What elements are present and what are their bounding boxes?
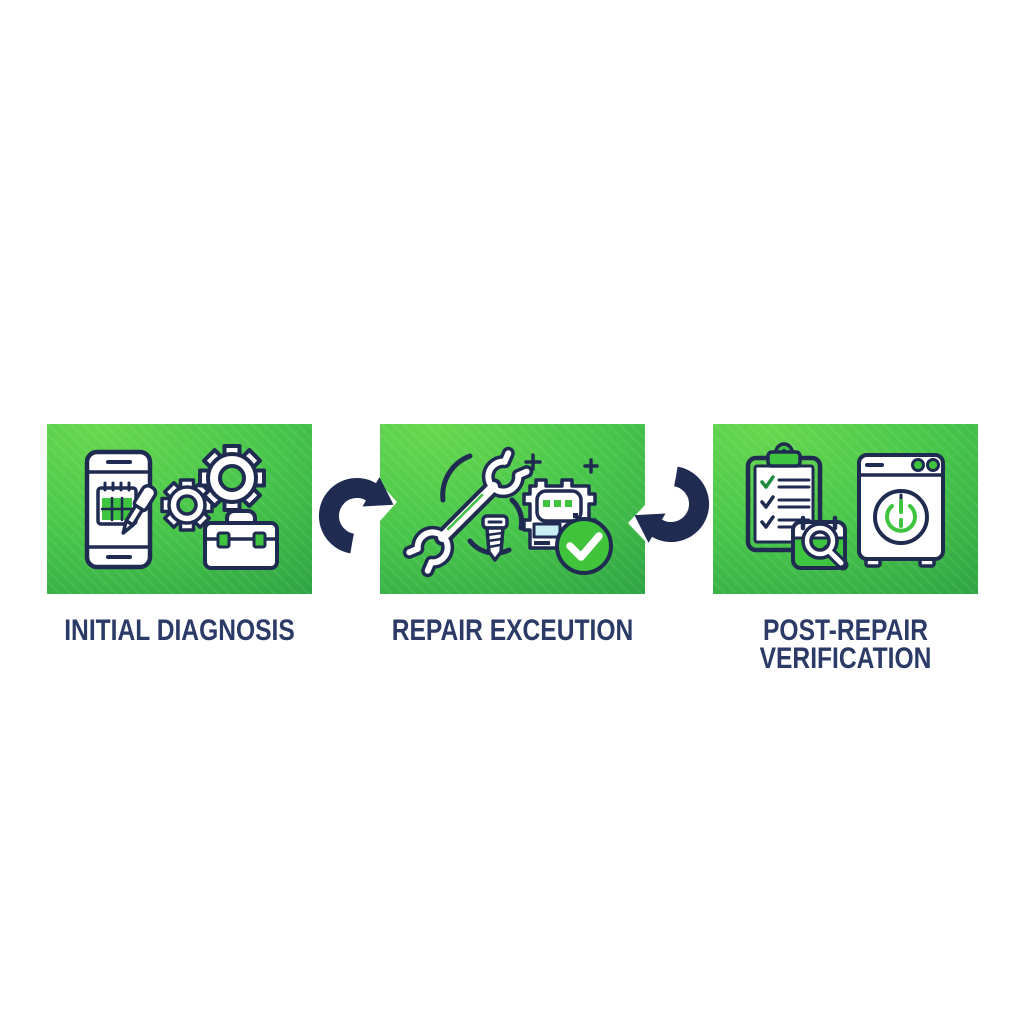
- check-circle-icon: [555, 517, 613, 575]
- curved-arrow-right-icon: [318, 477, 394, 554]
- calendar-magnifier-icon: [791, 515, 849, 571]
- screw-icon: [481, 514, 509, 562]
- wrench-icon: [402, 446, 534, 578]
- step-label-initial-diagnosis: INITIAL DIAGNOSIS: [27, 614, 332, 647]
- step-panel-initial-diagnosis: [47, 424, 312, 594]
- sparkle-icons: [524, 453, 599, 474]
- curved-arrow-left-icon: [634, 466, 710, 543]
- step-panel-post-repair-verification: [713, 424, 978, 594]
- step-label-text: REPAIR EXCEUTION: [391, 614, 634, 647]
- toolbox-icon: [203, 509, 279, 570]
- step-label-text: INITIAL DIAGNOSIS: [64, 614, 295, 647]
- step-label-text-line1: POST-REPAIR: [763, 614, 928, 647]
- step-label-repair-execution: REPAIR EXCEUTION: [360, 614, 665, 647]
- step-label-post-repair-verification: POST-REPAIR VERIFICATION: [693, 614, 998, 675]
- gear-large-icon: [198, 444, 266, 512]
- gear-small-icon: [160, 478, 214, 532]
- smartphone-calendar-pen-icon: [84, 449, 158, 570]
- step-label-text-line2: VERIFICATION: [759, 642, 932, 675]
- washing-machine-icon: [857, 453, 945, 568]
- step-panel-repair-execution: [380, 424, 645, 594]
